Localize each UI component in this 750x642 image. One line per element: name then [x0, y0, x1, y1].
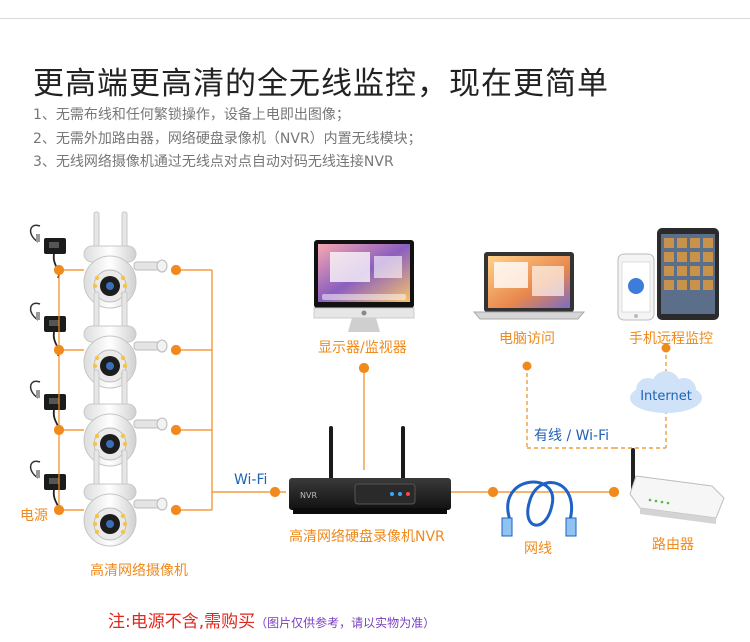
top-divider	[0, 18, 750, 19]
internet-cloud	[630, 371, 702, 413]
monitor-connector	[358, 362, 370, 470]
camera-connectors	[170, 264, 286, 516]
power-label: 电源	[20, 508, 48, 524]
feature-item-1: 1、无需布线和任何繁锁操作，设备上电即出图像；	[33, 107, 350, 123]
phone-connector-dot	[661, 343, 671, 353]
wifi-label: Wi-Fi	[234, 472, 267, 488]
phone-dashed-link	[614, 348, 667, 449]
monitor-device	[313, 240, 415, 332]
internet-label: Internet	[640, 389, 692, 404]
footer-note-sub: （图片仅供参考，请以实物为准）	[255, 616, 436, 630]
nvr-brand-text: NVR	[300, 491, 317, 500]
phone-tablet-device	[617, 228, 719, 321]
router-device	[629, 448, 725, 524]
router-label: 路由器	[652, 537, 694, 553]
page-title: 更高端更高清的全无线监控，现在更简单	[33, 66, 609, 102]
footer-note: 注:电源不含,需购买（图片仅供参考，请以实物为准）	[108, 607, 435, 632]
nvr-label: 高清网络硬盘录像机NVR	[289, 528, 445, 545]
nvr-router-connector	[451, 486, 620, 498]
laptop-label: 电脑访问	[499, 331, 555, 347]
nvr-device: NVR	[289, 426, 451, 514]
camera-label: 高清网络摄像机	[90, 562, 188, 579]
laptop-device	[472, 252, 586, 320]
feature-item-3: 3、无线网络摄像机通过无线点对点自动对码无线连接NVR	[33, 154, 394, 170]
wired-wifi-label: 有线 / Wi-Fi	[534, 428, 609, 444]
feature-item-2: 2、无需外加路由器，网络硬盘录像机（NVR）内置无线模块；	[33, 130, 422, 147]
laptop-dashed-link	[526, 366, 614, 449]
monitor-label: 显示器/监视器	[318, 340, 407, 356]
feature-list: 1、无需布线和任何繁锁操作，设备上电即出图像； 2、无需外加路由器，网络硬盘录像…	[33, 104, 422, 175]
cable-label: 网线	[524, 541, 552, 557]
footer-note-main: 注:电源不含,需购买	[108, 612, 256, 632]
laptop-connector-dot	[522, 361, 532, 371]
phone-label: 手机远程监控	[629, 331, 713, 347]
camera-4	[83, 449, 168, 547]
power-connectors	[53, 264, 84, 516]
network-cable	[501, 480, 577, 537]
